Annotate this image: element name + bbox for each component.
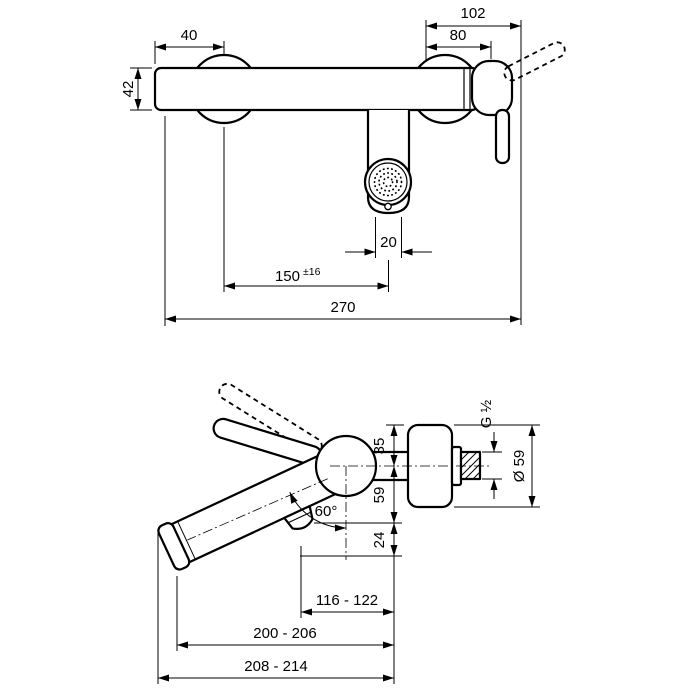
dim-80: 80 [426,27,492,59]
aerator-dots [373,167,403,197]
dim-42: 42 [120,67,152,111]
dim-208-214-label: 208 - 214 [244,658,307,675]
dim-42-label: 42 [120,81,137,98]
dim-80-label: 80 [450,27,467,44]
dim-40-label: 40 [181,27,198,44]
dim-diameter-59: Ø 59 [454,424,540,508]
front-view [153,41,566,215]
handle-lever-down [494,108,511,165]
dim-208-214: 208 - 214 [157,533,394,684]
dim-116-122-label: 116 - 122 [316,592,378,609]
handle-hub [470,59,514,117]
dim-40: 40 [154,27,225,64]
dim-150-tolerance-label: ±16 [303,266,321,278]
dim-150: 150 ±16 [223,127,389,292]
dim-24-label: 24 [371,532,388,549]
handle-lever-raised-dashed [503,41,566,82]
dim-20: 20 [345,217,432,258]
dim-150-label: 150 [275,268,300,285]
dim-g-half: G ½ [478,399,502,499]
dim-270: 270 [164,116,521,326]
dim-200-206: 200 - 206 [176,576,394,651]
aerator-dots [382,176,394,188]
spout-end-bead [157,522,191,571]
dim-35-label: 35 [371,438,388,455]
angle-60-label: 60° [315,503,338,520]
dim-270-label: 270 [330,299,355,316]
dim-angle-60: 60° [289,491,347,532]
dim-diameter-59-label: Ø 59 [511,450,528,483]
spout-bottom-pin [384,202,392,211]
dim-chain-35-59-24: 35 59 24 [300,424,404,684]
dim-20-label: 20 [380,234,397,251]
dim-102: 102 [425,5,522,325]
spout-opening-inner [368,162,408,202]
side-view [157,382,492,571]
thread-hatching [460,451,481,480]
spout-axis-centerline [187,478,328,541]
threaded-nipple [459,450,482,481]
dim-200-206-label: 200 - 206 [253,625,316,642]
mixer-body [153,66,480,112]
spout-opening [363,157,413,207]
dim-59-label: 59 [371,487,388,504]
dim-102-label: 102 [460,5,485,22]
aerator-dots [378,172,398,192]
dim-116-122: 116 - 122 [300,546,394,618]
thread-size-label: G ½ [478,399,495,428]
